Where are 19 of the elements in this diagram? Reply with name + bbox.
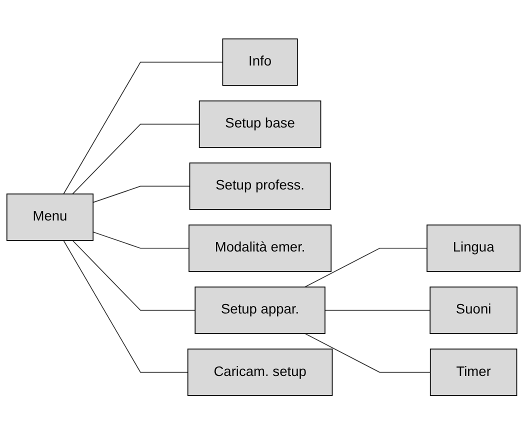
connector <box>72 124 200 195</box>
node-box: Lingua <box>426 224 521 272</box>
node-box: Setup base <box>198 100 322 148</box>
node-box: Setup profess. <box>189 162 331 210</box>
connector <box>324 310 431 311</box>
node-box: Suoni <box>430 286 518 334</box>
connector <box>63 240 188 373</box>
node-box: Modalità emer. <box>188 224 332 272</box>
node-box: Caricam. setup <box>187 348 333 396</box>
node-box: Timer <box>430 348 518 396</box>
node-box: Info <box>222 38 298 86</box>
node-box: Menu <box>6 194 94 242</box>
connector <box>92 232 190 249</box>
connector <box>304 333 431 373</box>
connector <box>304 248 428 288</box>
connector <box>63 62 224 195</box>
connector <box>72 240 196 311</box>
connector <box>92 186 190 204</box>
node-box: Setup appar. <box>194 286 326 334</box>
